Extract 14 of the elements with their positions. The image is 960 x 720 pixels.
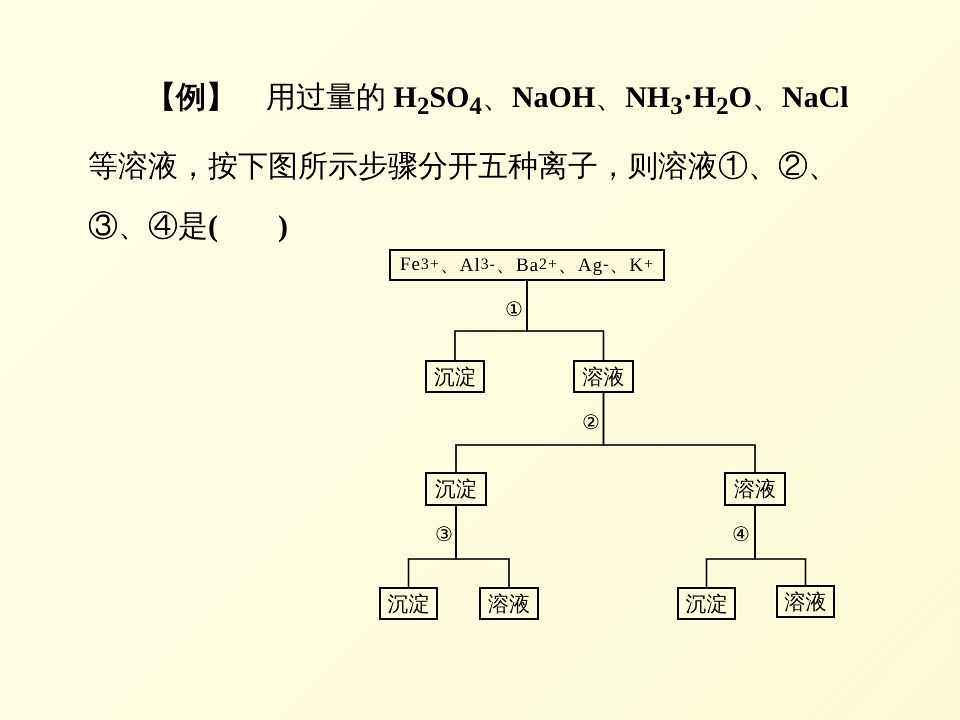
result-box: 溶液 xyxy=(479,587,539,620)
result-box: 沉淀 xyxy=(425,472,487,506)
result-box: 溶液 xyxy=(724,472,786,506)
result-box: 沉淀 xyxy=(677,587,736,620)
result-box: 溶液 xyxy=(573,360,634,393)
connector-line xyxy=(602,393,756,472)
result-box: 溶液 xyxy=(776,585,835,618)
connector-line xyxy=(455,506,510,587)
question-text: 【例】 用过量的 H$_{2}$SO$_{4}$、NaOH、NH$_{3}$·H$_{2}$O、NaCl 等溶液，按下图所示步骤分开五种离子，则溶液①、②、③、④是( ) xyxy=(88,80,850,245)
result-box: 沉淀 xyxy=(379,587,438,620)
connector-line xyxy=(526,281,604,360)
result-box: 沉淀 xyxy=(425,360,485,393)
step-number: ① xyxy=(505,299,523,321)
connector-line xyxy=(754,506,806,585)
